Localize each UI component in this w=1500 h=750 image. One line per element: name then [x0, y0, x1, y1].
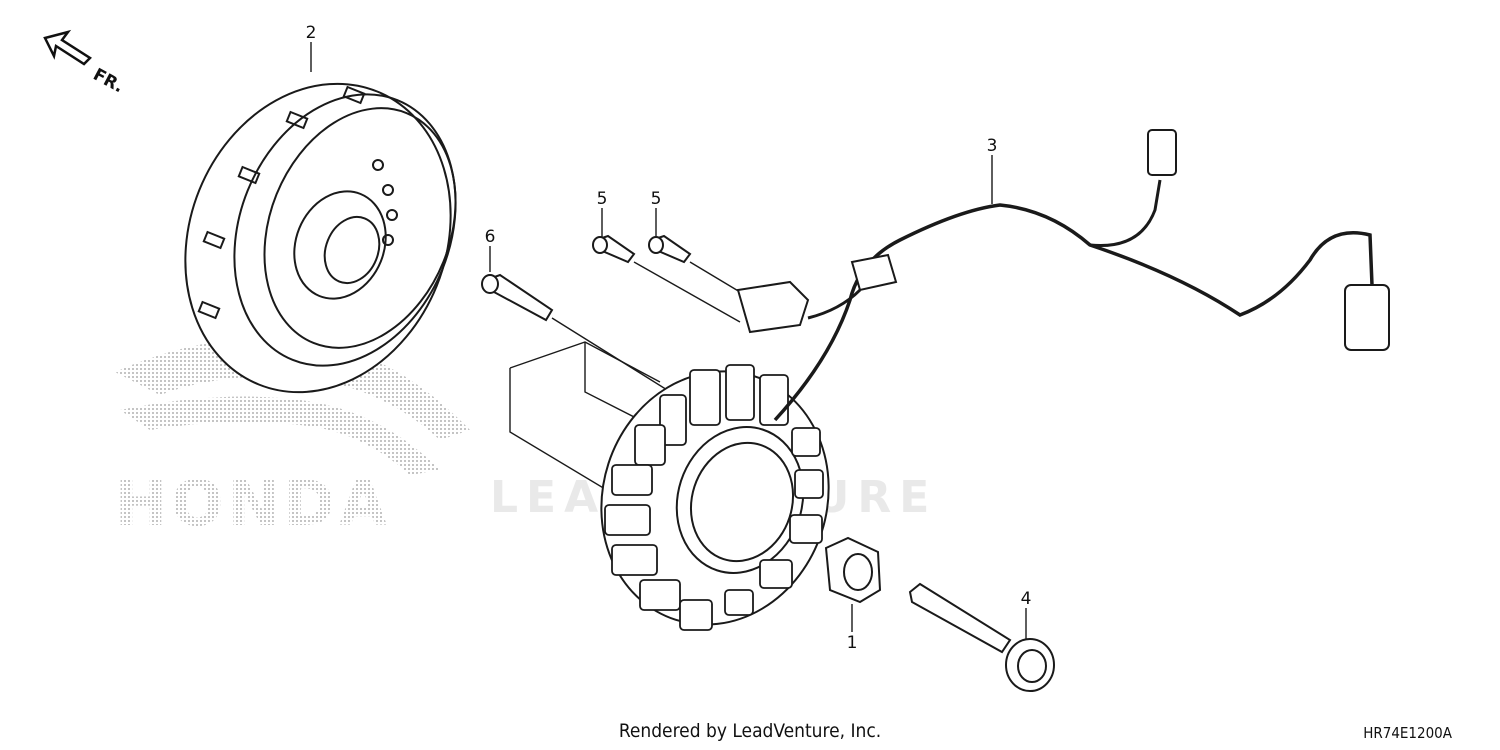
diagram-code: HR74E1200A [1363, 724, 1452, 742]
stator-assembly [600, 129, 1390, 631]
render-credit: Rendered by LeadVenture, Inc. [618, 720, 882, 742]
stator-bolt [481, 273, 554, 322]
pulser-coil [736, 280, 810, 334]
pulser-bolt-b [648, 234, 692, 264]
callout-6: 6 [485, 227, 496, 247]
front-direction-indicator: FR. [43, 29, 127, 97]
front-label: FR. [90, 65, 127, 97]
callout-4: 4 [1021, 589, 1032, 609]
wire-harness [773, 203, 1374, 422]
honda-wing-logo [115, 338, 470, 475]
front-arrow-icon [43, 29, 92, 66]
callout-5b: 5 [651, 189, 662, 209]
harness-connector-a [1147, 129, 1177, 176]
honda-watermark-text: HONDA [115, 467, 391, 540]
harness-grommet [850, 253, 898, 292]
honda-watermark: HONDA [115, 338, 470, 540]
flange-bolt [908, 582, 1055, 692]
callout-leaders [310, 42, 1027, 640]
callout-1: 1 [847, 633, 858, 653]
assembly-guide-lines [509, 261, 741, 511]
collar [824, 536, 882, 604]
callout-2: 2 [306, 23, 317, 43]
callout-3: 3 [987, 136, 998, 156]
pulser-bolt-a [592, 234, 636, 264]
harness-connector-b [1344, 284, 1390, 351]
callout-5a: 5 [597, 189, 608, 209]
callout-labels: 2 3 5 5 6 4 1 [306, 23, 1032, 653]
flywheel [184, 82, 457, 394]
